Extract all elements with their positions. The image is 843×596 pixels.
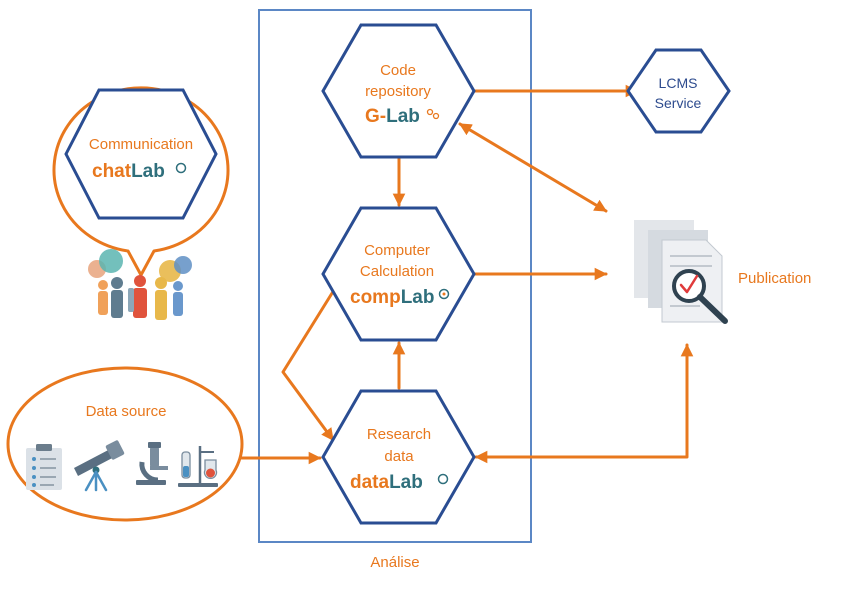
svg-text:G-Lab: G-Lab xyxy=(365,106,420,127)
glab-logo: G-Lab xyxy=(365,106,440,127)
computer-calculation-hex xyxy=(321,206,476,342)
computer-calculation-line2: Calculation xyxy=(360,263,434,280)
lcms-line2: Service xyxy=(655,95,702,111)
arrow-code-publication xyxy=(458,122,608,213)
telescope-icon xyxy=(74,440,125,492)
documents-magnifier-icon xyxy=(634,220,728,324)
lcms-line1: LCMS xyxy=(659,75,698,91)
communication-hex xyxy=(64,88,218,220)
complab-logo: compLab xyxy=(350,287,450,308)
chatlab-logo: chatLab xyxy=(92,161,187,182)
research-data-line2: data xyxy=(384,448,414,465)
analysis-box xyxy=(258,9,532,543)
lab-glassware-icon xyxy=(178,446,218,487)
publication-label: Publication xyxy=(738,270,811,287)
communication-label: Communication xyxy=(89,136,193,153)
data-source-label: Data source xyxy=(86,403,167,420)
computer-calculation-line1: Computer xyxy=(364,242,430,259)
clipboard-icon xyxy=(26,444,62,490)
code-repository-line1: Code xyxy=(380,62,416,79)
research-data-hex xyxy=(321,389,476,525)
microscope-icon xyxy=(136,442,168,485)
data-source-ellipse xyxy=(6,366,244,522)
analysis-box-label: Análise xyxy=(370,554,419,571)
research-data-line1: Research xyxy=(367,426,431,443)
people-group-icon xyxy=(88,249,192,320)
svg-text:compLab: compLab xyxy=(350,287,434,308)
code-repository-line2: repository xyxy=(365,83,431,100)
svg-text:dataLab: dataLab xyxy=(350,472,423,493)
code-repository-hex xyxy=(321,23,476,159)
datalab-logo: dataLab xyxy=(350,472,449,493)
lcms-service-hex xyxy=(626,48,731,134)
svg-text:chatLab: chatLab xyxy=(92,161,165,182)
arrow-computer-to-research xyxy=(281,288,336,442)
arrow-research-publication xyxy=(474,343,694,464)
